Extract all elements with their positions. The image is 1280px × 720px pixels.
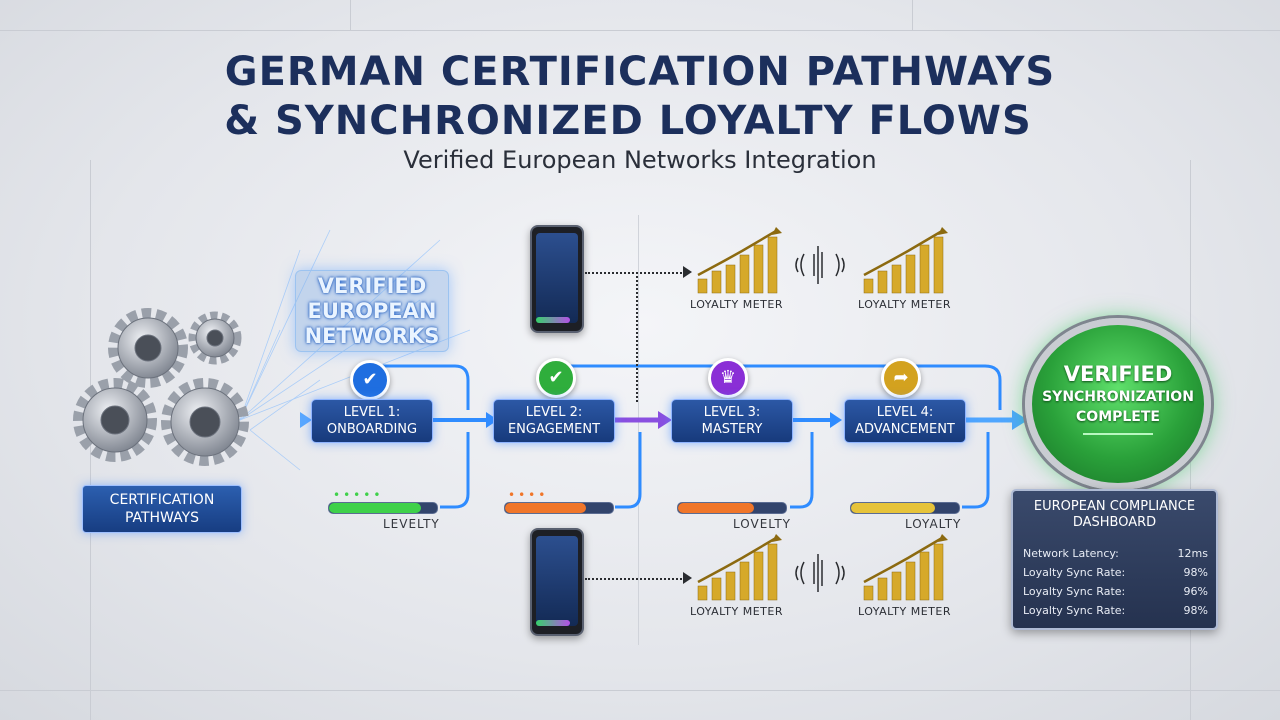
- flow-arrowhead-4: [830, 412, 842, 428]
- loyalty-meter-chart-icon: [697, 227, 782, 294]
- progress-bar-3: [677, 502, 787, 514]
- progress-label-1: LEVELTY: [383, 517, 440, 531]
- level-4-box: LEVEL 4: ADVANCEMENT: [844, 399, 966, 443]
- phone-top-icon: [530, 225, 584, 333]
- certification-pathways-box: CERTIFICATION PATHWAYS: [82, 485, 242, 533]
- level-3-number: LEVEL 3:: [703, 405, 761, 420]
- dashboard-row-value: 98%: [1183, 604, 1208, 617]
- compliance-dashboard: EUROPEAN COMPLIANCE DASHBOARD Network La…: [1011, 489, 1218, 630]
- dashboard-row-label: Loyalty Sync Rate:: [1023, 585, 1126, 598]
- grid-line: [0, 690, 1280, 691]
- dashboard-title-line2: DASHBOARD: [1072, 515, 1157, 530]
- loyalty-meter-chart-icon: [863, 534, 948, 601]
- dashboard-row-label: Network Latency:: [1023, 547, 1119, 560]
- dotted-connector-top: [585, 272, 685, 274]
- level-4-badge-arrow-right-icon: ➦: [881, 358, 921, 398]
- level-1-box: LEVEL 1: ONBOARDING: [311, 399, 433, 443]
- progress-fill-2: [505, 503, 586, 513]
- dotted-connector-bottom: [585, 578, 685, 580]
- gears-icon: [73, 308, 249, 466]
- dashboard-title-line1: EUROPEAN COMPLIANCE: [1033, 499, 1196, 514]
- network-label-line1: VERIFIED: [317, 274, 427, 298]
- grid-line: [638, 215, 639, 645]
- certification-line1: CERTIFICATION: [109, 492, 215, 508]
- level-2-badge-check-icon: ✔: [536, 358, 576, 398]
- flow-loop-lower-3: [790, 432, 814, 509]
- level-3-name: MASTERY: [701, 422, 763, 437]
- flow-arrowhead-3: [658, 411, 672, 429]
- page-title-line1: GERMAN CERTIFICATION PATHWAYS: [224, 49, 1056, 95]
- grid-line: [0, 30, 1280, 31]
- dashboard-row: Loyalty Sync Rate: 96%: [1023, 585, 1208, 598]
- grid-line: [350, 0, 351, 30]
- progress-bar-1: [328, 502, 438, 514]
- loyalty-meter-label-4: LOYALTY METER: [858, 605, 951, 618]
- dashboard-row: Network Latency: 12ms: [1023, 547, 1208, 560]
- flow-loop-lower-1: [440, 432, 470, 509]
- level-2-number: LEVEL 2:: [525, 405, 583, 420]
- arrowhead-bottom: [683, 572, 692, 584]
- progress-dots: •••••: [333, 488, 384, 502]
- page-subtitle: Verified European Networks Integration: [403, 146, 877, 174]
- network-label-line2: EUROPEAN: [307, 299, 437, 323]
- network-label-box: VERIFIED EUROPEAN NETWORKS: [295, 270, 449, 352]
- seal-line1: VERIFIED: [1063, 362, 1173, 386]
- progress-dots: ••••: [508, 488, 549, 502]
- progress-bar-2: [504, 502, 614, 514]
- level-2-name: ENGAGEMENT: [507, 422, 601, 437]
- seal-line2: SYNCHRONIZATION: [1042, 389, 1194, 405]
- level-1-badge-check-icon: ✔: [350, 360, 390, 400]
- dashboard-row: Loyalty Sync Rate: 98%: [1023, 566, 1208, 579]
- certification-line2: PATHWAYS: [124, 510, 200, 526]
- dashboard-row-label: Loyalty Sync Rate:: [1023, 566, 1126, 579]
- loyalty-meter-label-1: LOYALTY METER: [690, 298, 783, 311]
- level-1-name: ONBOARDING: [326, 422, 418, 437]
- level-4-name: ADVANCEMENT: [855, 422, 955, 437]
- dotted-connector-vertical: [636, 272, 638, 402]
- verified-seal: VERIFIED SYNCHRONIZATION COMPLETE: [1025, 318, 1211, 490]
- flow-loop-upper: [378, 364, 470, 410]
- level-2-box: LEVEL 2: ENGAGEMENT: [493, 399, 615, 443]
- level-3-box: LEVEL 3: MASTERY: [671, 399, 793, 443]
- flow-arrowhead-5: [1012, 410, 1028, 430]
- level-3-badge-crown-icon: ♛: [708, 358, 748, 398]
- dashboard-title: EUROPEAN COMPLIANCE DASHBOARD: [1013, 499, 1216, 531]
- phone-bottom-icon: [530, 528, 584, 636]
- progress-bar-4: [850, 502, 960, 514]
- seal-divider: [1083, 433, 1153, 435]
- flow-loop-lower-2: [615, 432, 642, 509]
- network-label-line3: NETWORKS: [304, 324, 440, 348]
- flow-arrowhead-1: [300, 412, 312, 428]
- signal-waves-icon: [795, 554, 845, 592]
- progress-fill-4: [851, 503, 936, 513]
- flow-arrowhead-2: [486, 412, 498, 428]
- seal-line3: COMPLETE: [1076, 409, 1160, 425]
- loyalty-meter-chart-icon: [863, 227, 948, 294]
- flow-loop-upper-long: [558, 364, 1002, 410]
- dashboard-row: Loyalty Sync Rate: 98%: [1023, 604, 1208, 617]
- page-title-line2: & SYNCHRONIZED LOYALTY FLOWS: [224, 98, 1032, 144]
- level-1-number: LEVEL 1:: [343, 405, 401, 420]
- level-4-number: LEVEL 4:: [876, 405, 934, 420]
- loyalty-meter-chart-icon: [697, 534, 782, 601]
- dashboard-row-label: Loyalty Sync Rate:: [1023, 604, 1126, 617]
- loyalty-meter-label-3: LOYALTY METER: [690, 605, 783, 618]
- progress-label-3: LOVELTY: [733, 517, 791, 531]
- arrowhead-top: [683, 266, 692, 278]
- progress-fill-3: [678, 503, 754, 513]
- loyalty-meter-label-2: LOYALTY METER: [858, 298, 951, 311]
- progress-fill-1: [329, 503, 421, 513]
- progress-label-4: LOYALTY: [905, 517, 962, 531]
- dashboard-row-value: 98%: [1183, 566, 1208, 579]
- grid-line: [912, 0, 913, 30]
- dashboard-row-value: 12ms: [1177, 547, 1208, 560]
- dashboard-row-value: 96%: [1183, 585, 1208, 598]
- signal-waves-icon: [795, 246, 845, 284]
- flow-loop-lower-4: [962, 432, 990, 509]
